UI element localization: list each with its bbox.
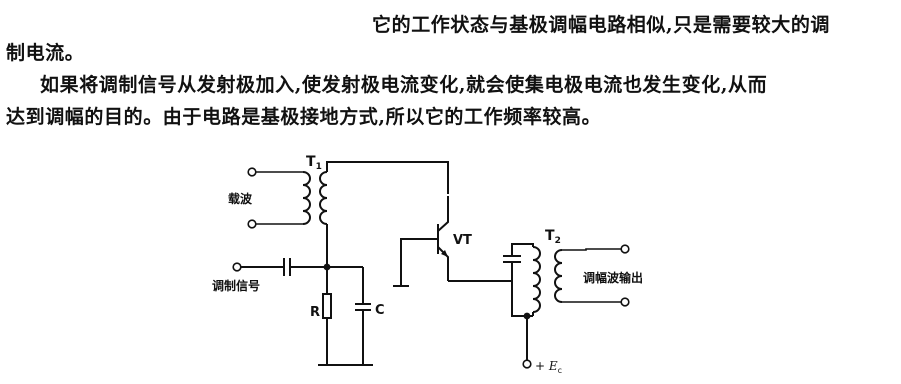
t1-primary-winding — [302, 171, 311, 225]
t2-tank-top — [511, 243, 534, 256]
paragraph-line-4: 达到调幅的目的。由于电路是基极接地方式,所以它的工作频率较高。 — [6, 106, 602, 128]
transistor-vt — [437, 196, 449, 281]
paragraph-line-3: 如果将调制信号从发射极加入,使发射极电流变化,就会使集电极电流也发生变化,从而 — [40, 74, 768, 96]
t1-secondary-winding — [319, 171, 328, 225]
vt-emitter-arrow — [441, 250, 448, 257]
supply-terminal — [522, 359, 532, 369]
transformer-t1: T1 — [302, 154, 328, 225]
transistor-label: VT — [453, 233, 472, 248]
paragraph-line-1: 它的工作状态与基极调幅电路相似,只是需要较大的调 — [372, 14, 831, 36]
resistor-label: R — [310, 305, 320, 320]
capacitor-c — [355, 303, 371, 311]
paragraph-line-2: 制电流。 — [6, 42, 85, 64]
carrier-label: 载波 — [228, 191, 253, 206]
mod-signal-label: 调制信号 — [212, 278, 260, 293]
t1-label: T1 — [306, 154, 322, 172]
transformer-t2: T2 — [532, 228, 563, 313]
capacitor-label: C — [375, 303, 385, 318]
resistor-r — [322, 293, 332, 319]
t2-label: T2 — [545, 228, 561, 246]
coupling-capacitor — [283, 258, 291, 276]
carrier-terminal-top — [247, 167, 257, 177]
output-terminal-bottom — [620, 297, 630, 307]
carrier-terminal-bottom — [247, 219, 257, 229]
mod-signal-terminal — [232, 262, 242, 272]
vt-collector — [437, 196, 449, 232]
output-label: 调幅波输出 — [583, 270, 643, 285]
t2-primary-winding — [532, 246, 541, 313]
output-terminal-top — [620, 244, 630, 254]
t1-top-lead — [326, 161, 449, 194]
tuning-capacitor — [503, 255, 521, 263]
t2-secondary-winding — [554, 249, 563, 303]
output-lead-top — [562, 248, 621, 251]
supply-label: + Ec — [535, 359, 562, 375]
t2-tank-mid — [511, 262, 533, 317]
base-ground-lead — [400, 238, 438, 286]
circuit-diagram: T1 载波 调制信号 R C VT — [212, 154, 643, 375]
